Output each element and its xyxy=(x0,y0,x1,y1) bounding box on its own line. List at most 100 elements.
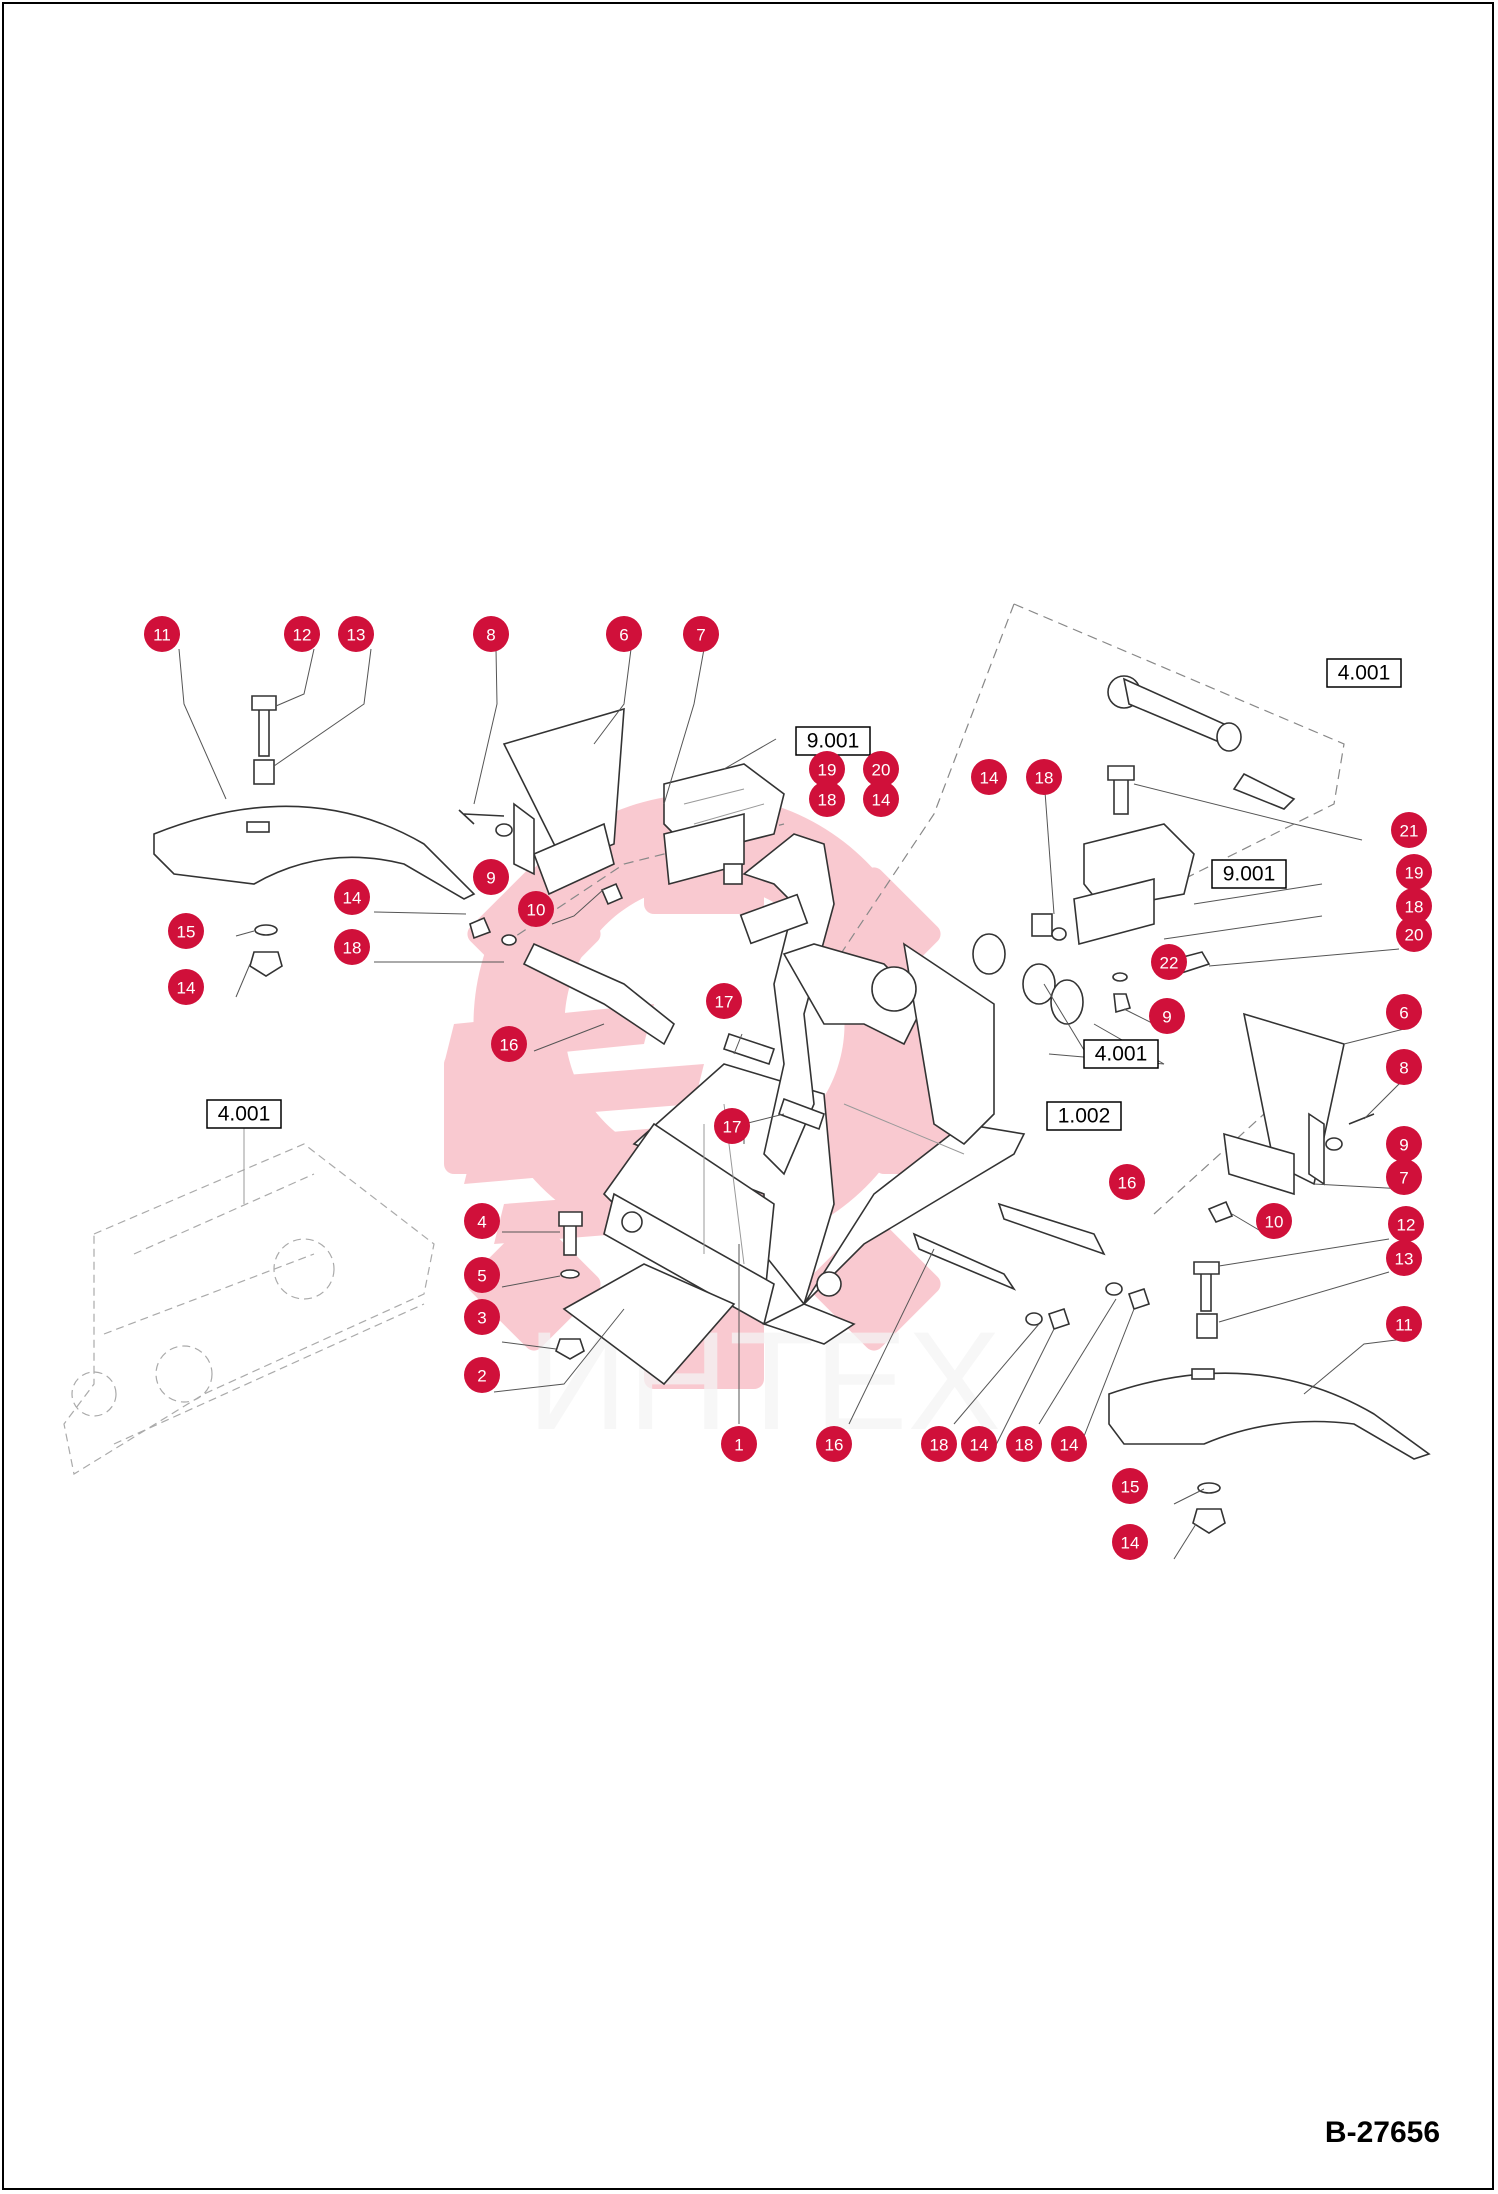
bottom-plate xyxy=(555,1211,736,1386)
callout-badge: 18 xyxy=(1396,888,1432,924)
callout-number: 18 xyxy=(818,791,837,810)
callout-number: 13 xyxy=(1395,1250,1414,1269)
right-fender xyxy=(1108,1261,1431,1534)
callout-badge: 15 xyxy=(1112,1468,1148,1504)
callout-number: 11 xyxy=(153,626,171,645)
callout-number: 10 xyxy=(1265,1213,1284,1232)
callout-badge: 9 xyxy=(473,859,509,895)
center-pins xyxy=(722,1032,826,1131)
callout-badge: 3 xyxy=(464,1299,500,1335)
callout-number: 14 xyxy=(970,1436,989,1455)
callout-number: 10 xyxy=(527,901,546,920)
callout-badge: 8 xyxy=(473,616,509,652)
callout-badge: 19 xyxy=(1396,854,1432,890)
callout-number: 9 xyxy=(1162,1008,1171,1027)
callout-badge: 6 xyxy=(606,616,642,652)
callout-number: 18 xyxy=(1405,898,1424,917)
callout-badge: 7 xyxy=(1386,1159,1422,1195)
callout-badge: 18 xyxy=(921,1426,957,1462)
callout-badge: 16 xyxy=(491,1026,527,1062)
callout-badge: 14 xyxy=(168,969,204,1005)
callout-badge: 14 xyxy=(961,1426,997,1462)
callout-number: 17 xyxy=(723,1118,742,1137)
callout-badge: 9 xyxy=(1386,1126,1422,1162)
svg-text:4.001: 4.001 xyxy=(1338,662,1391,685)
callout-number: 8 xyxy=(1399,1059,1408,1078)
callout-number: 14 xyxy=(1060,1436,1079,1455)
ref-box-4001-right: 4.001 xyxy=(1083,1039,1159,1069)
callout-badge: 2 xyxy=(464,1357,500,1393)
callout-badge: 18 xyxy=(1006,1426,1042,1462)
callout-badge: 6 xyxy=(1386,994,1422,1030)
callout-number: 14 xyxy=(872,791,891,810)
callout-badge: 8 xyxy=(1386,1049,1422,1085)
svg-text:9.001: 9.001 xyxy=(807,730,860,753)
callout-number: 6 xyxy=(619,626,628,645)
callout-badge: 18 xyxy=(334,929,370,965)
callout-number: 20 xyxy=(872,761,891,780)
callout-number: 18 xyxy=(1015,1436,1034,1455)
callout-badge: 21 xyxy=(1391,812,1427,848)
callout-number: 18 xyxy=(930,1436,949,1455)
right-valve-block xyxy=(1031,765,1211,1014)
callout-number: 2 xyxy=(477,1367,486,1386)
callout-badge: 5 xyxy=(464,1257,500,1293)
callout-number: 13 xyxy=(347,626,366,645)
callout-badge: 20 xyxy=(863,751,899,787)
callout-number: 17 xyxy=(715,993,734,1012)
callout-badge: 16 xyxy=(1109,1164,1145,1200)
ref-box-9001-left: 9.001 xyxy=(795,726,871,756)
callout-number: 3 xyxy=(477,1309,486,1328)
callout-number: 7 xyxy=(1399,1169,1408,1188)
callout-number: 14 xyxy=(343,889,362,908)
callout-badge: 11 xyxy=(144,616,180,652)
callout-badge: 14 xyxy=(1112,1524,1148,1560)
left-fender xyxy=(153,695,476,977)
left-valve-block xyxy=(663,763,785,886)
callout-badge: 4 xyxy=(464,1203,500,1239)
callout-number: 7 xyxy=(696,626,705,645)
callout-number: 18 xyxy=(343,939,362,958)
callout-badge: 17 xyxy=(706,983,742,1019)
ghost-swing-arm xyxy=(63,1119,435,1475)
callout-number: 6 xyxy=(1399,1004,1408,1023)
callout-number: 14 xyxy=(1121,1534,1140,1553)
callout-number: 9 xyxy=(1399,1136,1408,1155)
callout-badge: 9 xyxy=(1149,998,1185,1034)
leader-lines xyxy=(178,648,1405,1560)
callout-badge: 1 xyxy=(721,1426,757,1462)
callout-number: 12 xyxy=(293,626,312,645)
callout-number: 15 xyxy=(177,923,196,942)
callout-badge: 15 xyxy=(168,913,204,949)
svg-text:9.001: 9.001 xyxy=(1223,863,1276,886)
callout-number: 14 xyxy=(177,979,196,998)
right-mudflap xyxy=(912,1012,1375,1331)
callout-number: 20 xyxy=(1405,926,1424,945)
callout-number: 21 xyxy=(1400,822,1419,841)
callout-badge: 14 xyxy=(1051,1426,1087,1462)
callout-badge: 18 xyxy=(1026,759,1062,795)
callout-badge: 14 xyxy=(334,879,370,915)
callout-badge: 14 xyxy=(971,759,1007,795)
right-hub xyxy=(972,675,1296,1025)
left-mudflap xyxy=(458,707,676,1046)
main-frame xyxy=(602,833,1026,1345)
callout-number: 16 xyxy=(500,1036,519,1055)
callout-number: 19 xyxy=(818,761,837,780)
callout-number: 1 xyxy=(734,1436,743,1455)
callout-number: 12 xyxy=(1397,1216,1416,1235)
callout-number: 16 xyxy=(1118,1174,1137,1193)
callout-number: 19 xyxy=(1405,864,1424,883)
callout-badge: 19 xyxy=(809,751,845,787)
svg-text:1.002: 1.002 xyxy=(1058,1105,1111,1128)
ref-box-9001-right: 9.001 xyxy=(1211,859,1287,889)
drawing-number: B-27656 xyxy=(1324,2116,1440,2149)
callout-number: 22 xyxy=(1160,954,1179,973)
callout-number: 11 xyxy=(1395,1316,1413,1335)
callout-number: 18 xyxy=(1035,769,1054,788)
exploded-parts-diagram: ИНТЕХ xyxy=(63,603,1432,1560)
callout-number: 14 xyxy=(980,769,999,788)
callout-number: 8 xyxy=(486,626,495,645)
